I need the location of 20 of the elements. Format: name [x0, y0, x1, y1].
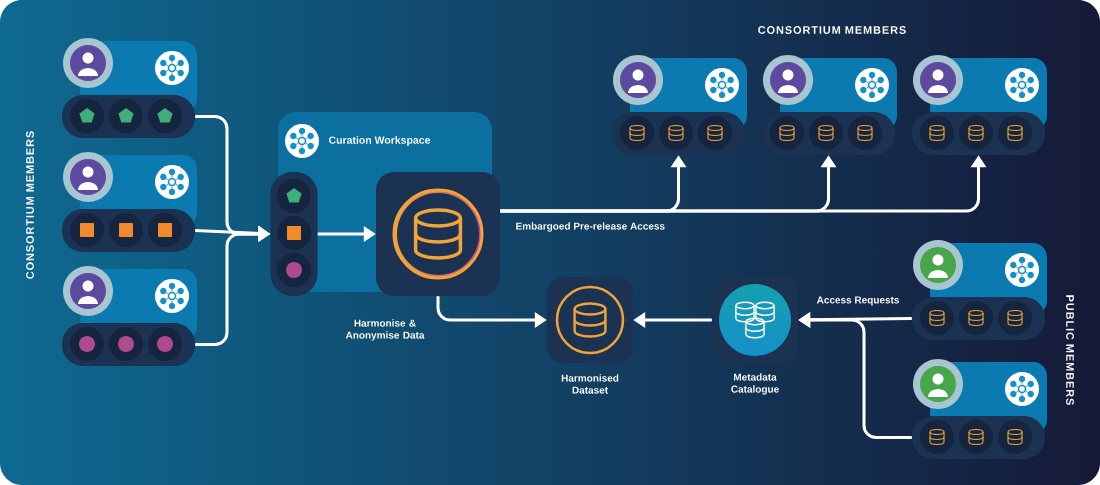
member-card-drawing — [912, 240, 1047, 340]
member-card-drawing — [62, 266, 197, 366]
edge-label: Access Requests — [816, 296, 900, 306]
section-heading: PUBLIC MEMBERS — [1066, 295, 1074, 405]
database-drawing — [376, 172, 500, 296]
member-card-drawing — [612, 55, 747, 155]
tile-label: Harmonised Dataset — [561, 374, 619, 394]
tile-label: Metadata Catalogue — [731, 373, 779, 395]
member-card-drawing — [62, 152, 197, 252]
section-heading: CONSORTIUM MEMBERS — [758, 26, 906, 34]
member-card-drawing — [912, 55, 1047, 155]
edge-label: Embargoed Pre-release Access — [516, 222, 665, 232]
member-card-drawing — [912, 359, 1047, 459]
icon-tile — [547, 277, 633, 363]
member-card-drawing — [762, 55, 897, 155]
node-label: Harmonise & Anonymise Data — [345, 319, 425, 341]
section-heading: CONSORTIUM MEMBERS — [26, 131, 34, 279]
member-card-drawing — [62, 38, 197, 138]
panel-title: Curation Workspace — [328, 136, 431, 146]
icon-tile — [712, 277, 798, 363]
